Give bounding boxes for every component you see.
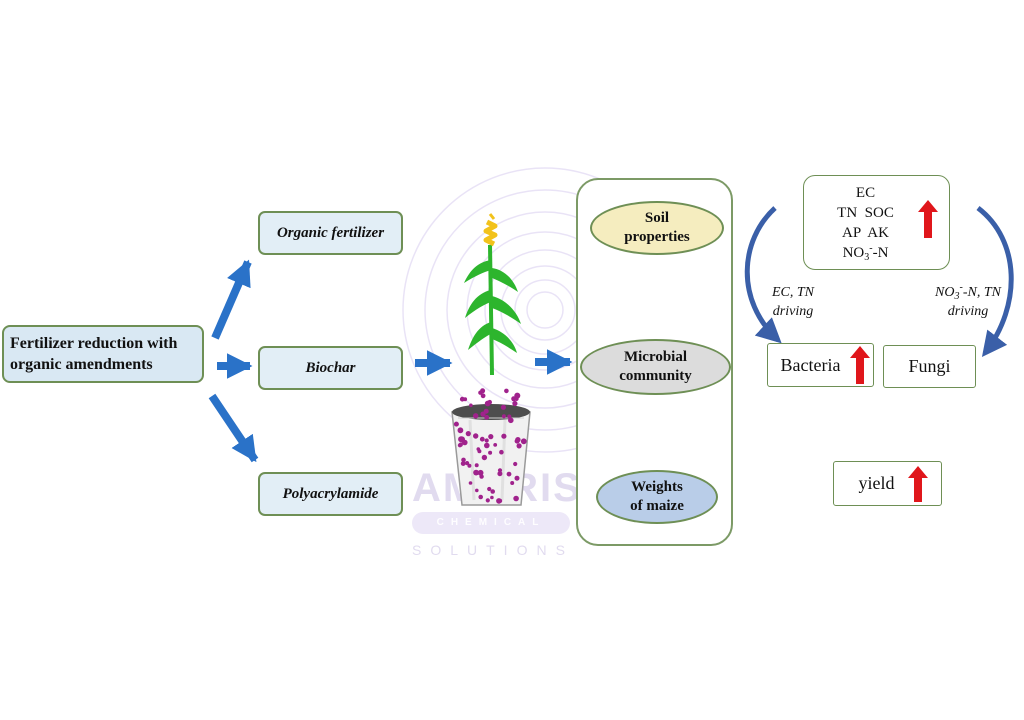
soil-particle bbox=[506, 471, 512, 477]
soil-particle bbox=[507, 414, 512, 419]
soil-particle bbox=[484, 414, 490, 420]
soil-particle bbox=[463, 397, 468, 402]
soil-particle bbox=[453, 421, 459, 427]
soil-particle bbox=[510, 481, 515, 485]
soil-particle bbox=[467, 463, 472, 468]
watermark-subtext-2: SOLUTIONS bbox=[412, 542, 574, 558]
soil-particle bbox=[473, 433, 479, 439]
watermark-subtext: CHEMICAL bbox=[412, 512, 570, 534]
soil-particle bbox=[484, 438, 489, 443]
polyacrylamide-box: Polyacrylamide bbox=[258, 472, 403, 516]
fungi-box: Fungi bbox=[883, 345, 976, 388]
bacteria-label: Bacteria bbox=[780, 354, 841, 375]
indicator-line-3: AP AK bbox=[842, 224, 889, 241]
organic-fertilizer-box: Organic fertilizer bbox=[258, 211, 403, 255]
soil-particle bbox=[474, 463, 479, 468]
biochar-box: Biochar bbox=[258, 346, 403, 390]
soil-particle bbox=[520, 438, 527, 445]
soil-particle bbox=[458, 436, 465, 443]
weights-of-maize-ellipse: Weights of maize bbox=[596, 470, 718, 524]
soil-particle bbox=[485, 498, 490, 503]
curve-arrow-left bbox=[744, 206, 782, 344]
yield-label: yield bbox=[858, 473, 895, 493]
maize-plant-icon bbox=[464, 213, 521, 376]
soil-particle bbox=[515, 437, 521, 443]
soil-particle bbox=[513, 495, 519, 502]
soil-particle bbox=[488, 434, 494, 440]
indicator-line-4: NO3--N bbox=[842, 242, 889, 263]
soil-particles bbox=[453, 388, 527, 504]
soil-line-1: Soil bbox=[644, 210, 670, 226]
start-line-2: organic amendments bbox=[10, 356, 153, 373]
soil-particle bbox=[484, 442, 490, 449]
yield-box: yield bbox=[833, 461, 942, 506]
arrow-to-polyacrylamide bbox=[208, 393, 259, 463]
weights-line-2: of maize bbox=[630, 498, 684, 514]
soil-particle bbox=[490, 489, 496, 494]
soil-particle bbox=[508, 417, 514, 424]
soil-particle bbox=[476, 447, 481, 451]
microbial-line-2: community bbox=[619, 368, 692, 384]
indicator-line-1: EC bbox=[855, 184, 876, 201]
soil-particle bbox=[480, 411, 486, 417]
soil-particle bbox=[514, 396, 519, 401]
soil-particle bbox=[478, 494, 484, 500]
soil-indicators-box: EC TN SOC AP AK NO3--N bbox=[803, 175, 950, 270]
soil-particle bbox=[490, 495, 494, 500]
soil-particle bbox=[497, 471, 503, 477]
soil-particle bbox=[461, 457, 466, 463]
soil-particle bbox=[497, 468, 503, 473]
soil-particle bbox=[513, 461, 518, 467]
soil-particle bbox=[501, 414, 506, 419]
soil-particle bbox=[481, 454, 488, 461]
soil-particle bbox=[487, 399, 493, 405]
soil-particle bbox=[469, 403, 473, 408]
soil-particle bbox=[487, 486, 492, 492]
soil-particle bbox=[460, 461, 466, 466]
soil-particle bbox=[488, 450, 493, 455]
soil-particle bbox=[475, 488, 479, 493]
fertilizer-reduction-box: Fertilizer reduction with organic amendm… bbox=[2, 325, 204, 383]
soil-particle bbox=[477, 469, 484, 476]
soil-particle bbox=[457, 427, 464, 434]
soil-properties-ellipse: Soil properties bbox=[590, 201, 724, 255]
arrow-to-organic-fertilizer bbox=[211, 259, 252, 340]
soil-particle bbox=[473, 413, 479, 419]
soil-particle bbox=[501, 433, 507, 439]
start-line-1: Fertilizer reduction with bbox=[10, 335, 178, 352]
soil-particle bbox=[499, 449, 504, 455]
soil-particle bbox=[473, 469, 479, 476]
soil-particle bbox=[493, 443, 498, 447]
soil-particle bbox=[465, 461, 470, 466]
soil-particle bbox=[458, 442, 463, 447]
soil-particle bbox=[516, 443, 522, 449]
microbial-line-1: Microbial bbox=[623, 349, 688, 365]
soil-particle bbox=[468, 481, 473, 485]
bacteria-box: Bacteria bbox=[767, 343, 874, 387]
soil-particle bbox=[479, 436, 485, 442]
soil-particle bbox=[465, 431, 471, 437]
curve-arrow-right bbox=[976, 206, 1014, 357]
driving-label-left: EC, TN driving bbox=[771, 285, 814, 319]
soil-particle bbox=[512, 400, 518, 407]
soil-particle bbox=[514, 475, 520, 481]
soil-particle bbox=[498, 498, 503, 503]
driving-label-right: NO3--N, TN driving bbox=[935, 282, 1001, 320]
soil-particle bbox=[480, 393, 486, 399]
soil-particle bbox=[480, 388, 486, 394]
soil-particle bbox=[500, 404, 506, 410]
weights-line-1: Weights bbox=[631, 479, 683, 495]
soil-line-2: properties bbox=[624, 229, 690, 245]
soil-particle bbox=[504, 388, 509, 394]
indicator-line-2: TN SOC bbox=[837, 204, 894, 221]
microbial-community-ellipse: Microbial community bbox=[580, 339, 731, 395]
